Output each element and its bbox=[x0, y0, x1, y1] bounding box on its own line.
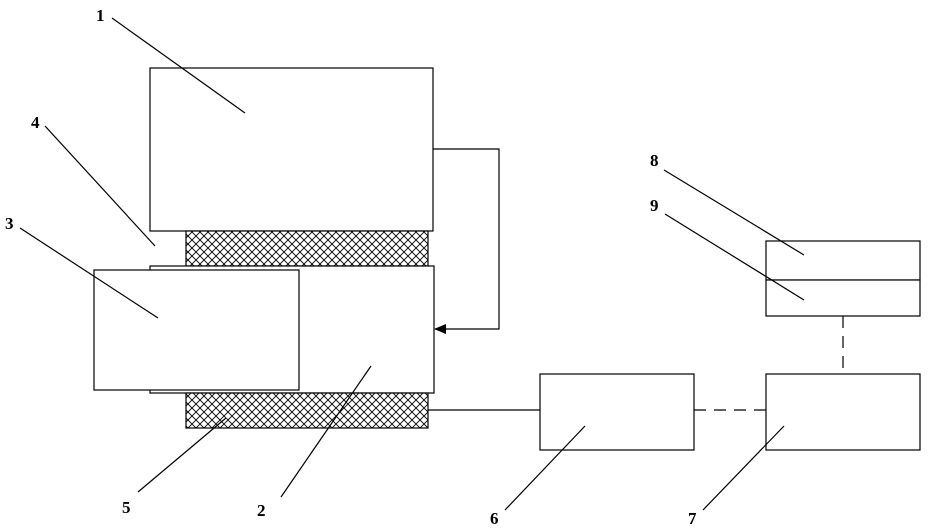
label-5: 5 bbox=[122, 498, 131, 517]
component-1-block bbox=[150, 68, 433, 231]
label-3: 3 bbox=[5, 214, 14, 233]
component-4-hatched-layer bbox=[186, 231, 428, 266]
component-8-block bbox=[766, 241, 920, 280]
component-5-hatched-layer bbox=[186, 393, 428, 428]
component-6-block bbox=[540, 374, 694, 450]
label-9: 9 bbox=[650, 196, 659, 215]
label-2: 2 bbox=[257, 501, 266, 520]
component-9-block bbox=[766, 280, 920, 316]
label-6: 6 bbox=[490, 509, 499, 528]
leader-line-4 bbox=[45, 126, 155, 246]
leader-line-7 bbox=[703, 426, 784, 510]
label-4: 4 bbox=[31, 113, 40, 132]
component-3-block bbox=[94, 270, 299, 390]
feedback-arrow bbox=[433, 149, 499, 329]
leader-line-5 bbox=[138, 418, 226, 492]
label-8: 8 bbox=[650, 151, 659, 170]
label-1: 1 bbox=[96, 6, 105, 25]
leader-line-8 bbox=[664, 170, 804, 255]
label-7: 7 bbox=[688, 509, 697, 528]
component-7-block bbox=[766, 374, 920, 450]
